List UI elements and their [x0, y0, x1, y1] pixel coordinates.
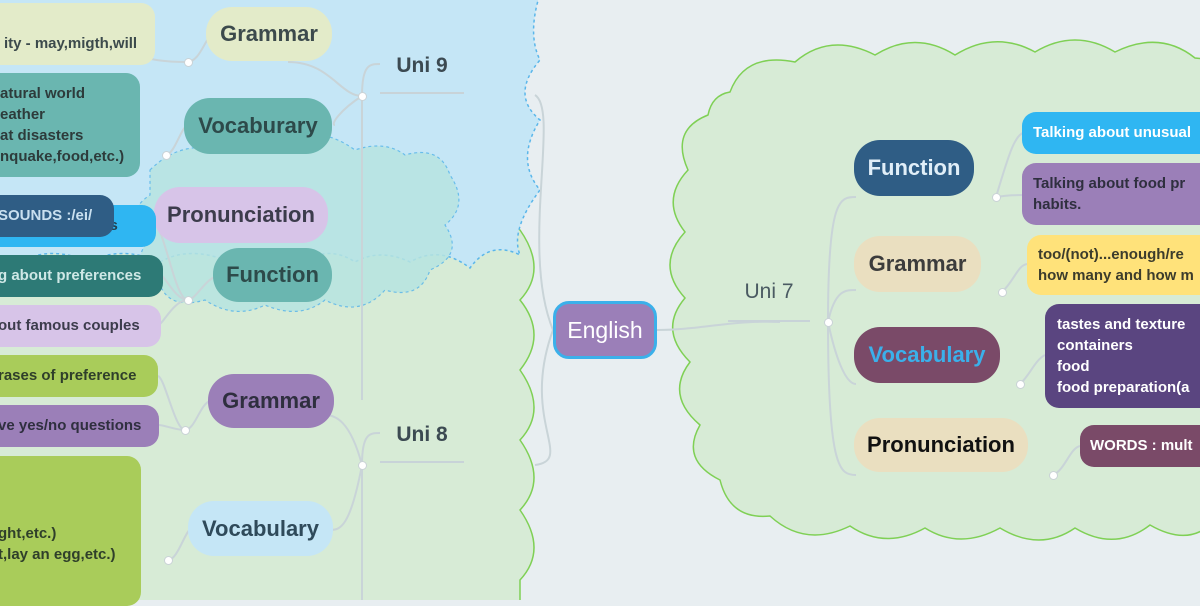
junction-dot: [184, 296, 193, 305]
junction-dot: [358, 461, 367, 470]
branch-vocaburary-uni9[interactable]: Vocaburary: [184, 98, 332, 154]
branch-grammar-uni9[interactable]: Grammar: [206, 7, 332, 61]
junction-dot: [1049, 471, 1058, 480]
leaf-uni7-grammar-1[interactable]: too/(not)...enough/re how many and how m: [1027, 235, 1200, 295]
unit-node-uni9[interactable]: Uni 9: [380, 40, 464, 94]
junction-dot: [162, 151, 171, 160]
leaf-uni7-pronunciation-1[interactable]: WORDS : mult: [1080, 425, 1200, 467]
junction-dot: [164, 556, 173, 565]
leaf-uni8-grammar-2[interactable]: ve yes/no questions: [0, 405, 159, 447]
leaf-uni8-function-3[interactable]: out famous couples: [0, 305, 161, 347]
branch-grammar-uni7[interactable]: Grammar: [854, 236, 981, 292]
unit-node-uni7[interactable]: Uni 7: [728, 264, 810, 322]
leaf-uni8-function-2[interactable]: g about preferences: [0, 255, 163, 297]
leaf-uni9-vocabulary-1[interactable]: atural world eather at disasters nquake,…: [0, 73, 140, 177]
junction-dot: [824, 318, 833, 327]
junction-dot: [181, 426, 190, 435]
leaf-uni9-grammar-1[interactable]: ity - may,migth,will: [0, 3, 155, 65]
junction-dot: [184, 58, 193, 67]
branch-vocabulary-uni7[interactable]: Vocabulary: [854, 327, 1000, 383]
branch-pronunciation-uni7[interactable]: Pronunciation: [854, 418, 1028, 472]
branch-function-uni7[interactable]: Function: [854, 140, 974, 196]
leaf-uni8-grammar-1[interactable]: rases of preference: [0, 355, 158, 397]
junction-dot: [1016, 380, 1025, 389]
branch-grammar-uni8[interactable]: Grammar: [208, 374, 334, 428]
junction-dot: [992, 193, 1001, 202]
branch-function-uni8[interactable]: Function: [213, 248, 332, 302]
root-node[interactable]: English: [553, 301, 657, 359]
leaf-uni7-function-1[interactable]: Talking about unusual: [1022, 112, 1200, 154]
leaf-uni8-vocabulary-1[interactable]: ght,etc.) t,lay an egg,etc.): [0, 456, 141, 606]
junction-dot: [358, 92, 367, 101]
unit-node-uni8[interactable]: Uni 8: [380, 409, 464, 463]
leaf-uni7-vocabulary-1[interactable]: tastes and texture containers food food …: [1045, 304, 1200, 408]
branch-vocabulary-uni8[interactable]: Vocabulary: [188, 501, 333, 556]
branch-pronunciation-uni9[interactable]: Pronunciation: [154, 187, 328, 243]
junction-dot: [998, 288, 1007, 297]
leaf-uni9-pronunciation-1[interactable]: SOUNDS :/ei/: [0, 195, 114, 237]
leaf-uni7-function-2[interactable]: Talking about food pr habits.: [1022, 163, 1200, 225]
